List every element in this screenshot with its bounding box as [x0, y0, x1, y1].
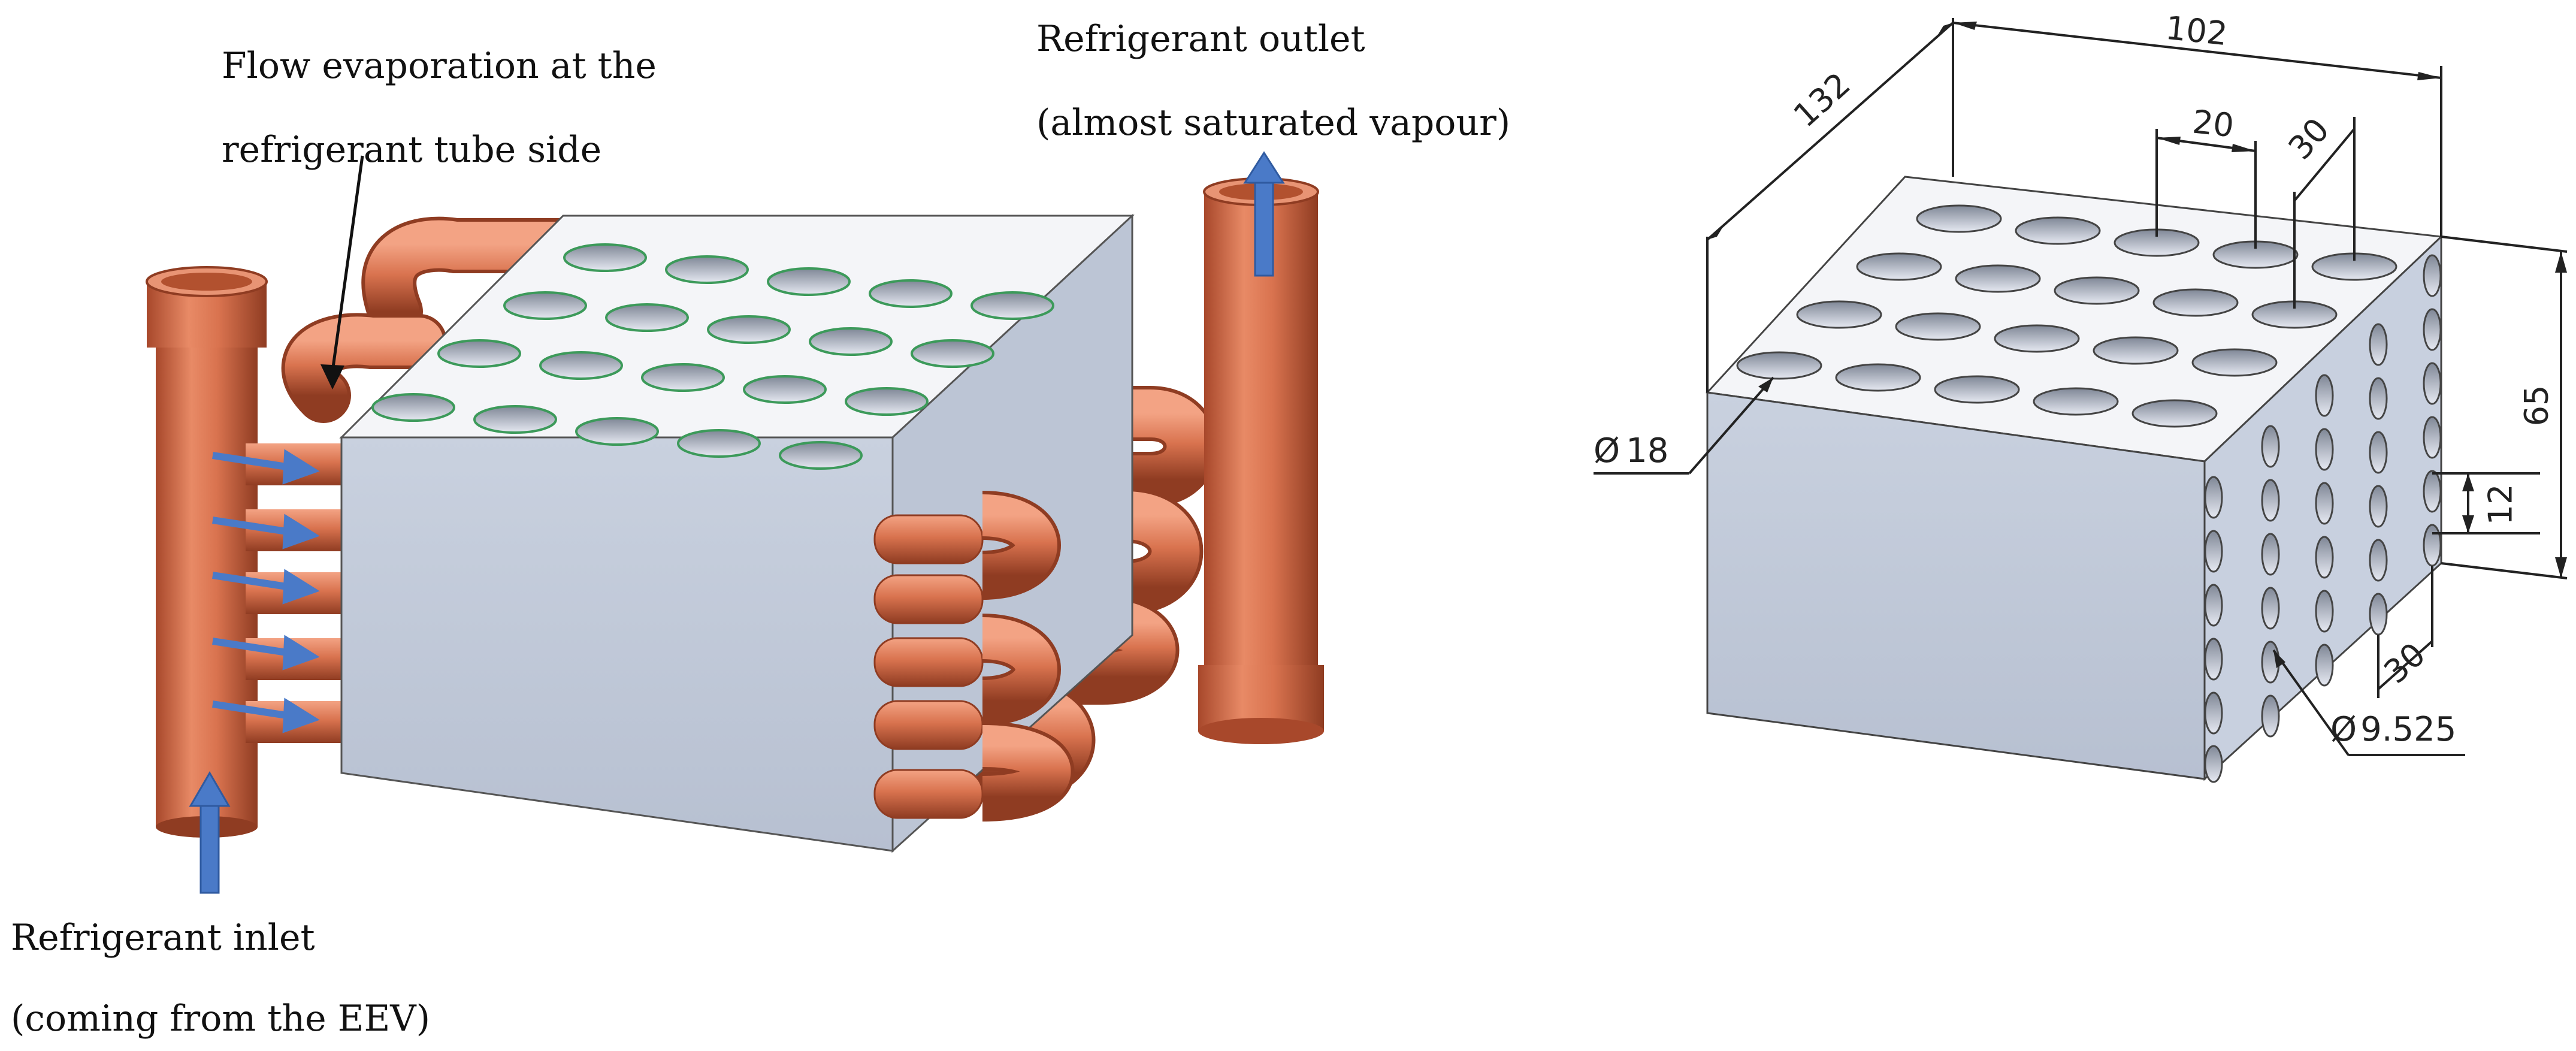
inlet-flow-arrows: [212, 449, 320, 733]
flow-label-leader: [321, 155, 364, 389]
inlet-header-pipe: [146, 266, 268, 838]
drawing-side-holes: [2204, 254, 2442, 783]
rear-u-bends: [281, 216, 603, 423]
outlet-header-pipe: [1198, 177, 1324, 744]
dim-pitch-12: 12: [2481, 484, 2520, 526]
drawing-front-face: [1706, 391, 2206, 780]
heat-exchanger-3d-view: [146, 151, 1324, 894]
top-face-holes: [371, 243, 1054, 470]
diameter-symbol: Ø: [1594, 431, 1620, 470]
dimension-arrowheads: [1707, 22, 2567, 668]
dim-width-102: 102: [2164, 8, 2230, 53]
flow-label-line2: refrigerant tube side: [222, 129, 602, 171]
block-dimension-drawing: [1594, 18, 2568, 783]
inlet-label-line2: (coming from the EEV): [11, 998, 430, 1040]
right-face-tube-ends: [873, 491, 1074, 822]
inlet-label-line1: Refrigerant inlet: [11, 917, 315, 959]
tube-diameter-value: 9.525: [2360, 710, 2457, 749]
diameter-symbol-2: Ø: [2330, 710, 2357, 749]
dim-height-65: 65: [2517, 385, 2556, 427]
dimension-lines: [1594, 18, 2568, 756]
outlet-label-line1: Refrigerant outlet: [1036, 18, 1365, 60]
outlet-label-line2: (almost saturated vapour): [1036, 102, 1511, 144]
outlet-arrow: [1243, 151, 1285, 277]
hole-diameter-value: 18: [1626, 431, 1669, 470]
block-front-face: [340, 436, 894, 852]
dim-pitch-20: 20: [2190, 102, 2236, 145]
inlet-arrow: [189, 771, 231, 894]
flow-label-line1: Flow evaporation at the: [222, 45, 657, 87]
